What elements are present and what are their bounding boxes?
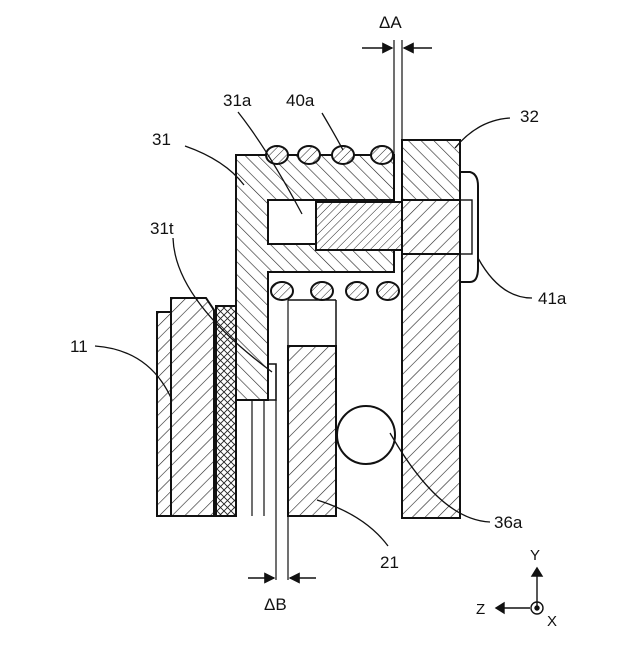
label-31t: 31t (150, 219, 174, 238)
label-21: 21 (380, 553, 399, 572)
label-31: 31 (152, 130, 171, 149)
label-41a: 41a (538, 289, 567, 308)
axis-y-label: Y (530, 547, 540, 564)
label-delta-a: ΔA (379, 13, 402, 32)
label-11: 11 (70, 337, 88, 356)
label-31a: 31a (223, 91, 252, 110)
screw-41a (316, 200, 460, 254)
part-32-block (402, 140, 478, 518)
label-36a: 36a (494, 513, 523, 532)
ball-36a (337, 406, 395, 464)
label-delta-b: ΔB (264, 595, 287, 614)
axis-indicator (496, 568, 543, 614)
label-32: 32 (520, 107, 539, 126)
axis-x-label: X (547, 613, 557, 630)
part-21-block (288, 300, 336, 516)
axis-z-label: Z (476, 601, 485, 618)
label-40a: 40a (286, 91, 315, 110)
